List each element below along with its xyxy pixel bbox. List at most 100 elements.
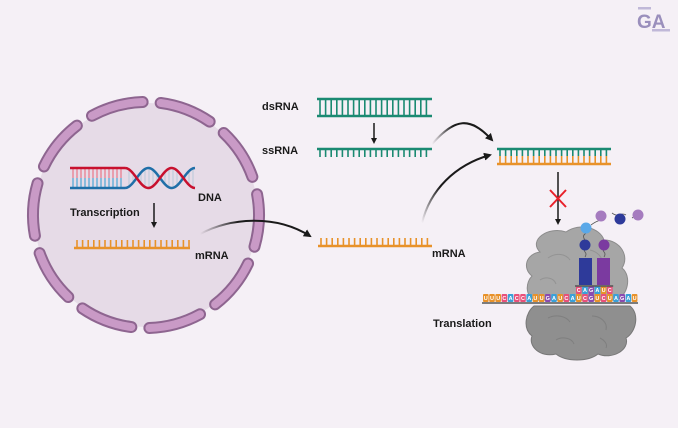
mrna-nucleotide-letter: U — [496, 296, 500, 302]
mrna-nucleotide-letter: C — [521, 296, 525, 302]
membrane-segment-fill — [78, 304, 136, 332]
mrna-nucleotide — [576, 294, 582, 302]
mrna-nucleotide — [507, 294, 514, 302]
amino-acid — [632, 209, 644, 221]
anticodon-nucleotide-letter: G — [589, 288, 593, 294]
membrane-segment-fill — [39, 121, 81, 171]
mrna-nucleotide-letter: U — [633, 296, 637, 302]
dsrna-label: dsRNA — [262, 101, 299, 113]
anticodon-nucleotide-letter: C — [577, 288, 581, 294]
anticodon-nucleotide — [588, 286, 594, 294]
mrna-nucleotide-letter: A — [509, 296, 513, 302]
mrna-nucleotide — [483, 294, 489, 302]
mrna-nucleotide — [520, 294, 526, 302]
membrane-segment-fill — [29, 179, 42, 240]
svg-text:GA: GA — [637, 12, 666, 33]
mrna-nucleotide-letter: A — [626, 296, 630, 302]
transcription-label: Transcription — [70, 207, 140, 219]
translation-label: Translation — [433, 318, 492, 330]
membrane-segment-fill — [35, 249, 73, 302]
mrna-nucleotide — [514, 294, 520, 302]
mrna-nucleotide-letter: A — [552, 296, 556, 302]
anticodon-nucleotide — [600, 286, 607, 294]
anticodon-nucleotide-letter: C — [608, 288, 612, 294]
mrna-nucleotide-letter: U — [490, 296, 494, 302]
mrna-nucleotide-letter: A — [614, 296, 618, 302]
dsrna-strand — [317, 97, 432, 118]
mrna-nucleotide-letter: C — [602, 296, 606, 302]
nucleus — [27, 96, 265, 334]
mrna-nucleotide — [619, 294, 625, 302]
membrane-segment-fill — [211, 259, 253, 309]
anticodon-nucleotide — [582, 286, 588, 294]
mrna-nucleotide — [538, 294, 545, 302]
membrane-segment-fill — [145, 310, 205, 332]
mrna-nucleotide — [532, 294, 539, 302]
mrna-nucleotide — [551, 294, 557, 302]
mrna-nucleotide — [625, 294, 632, 302]
mrna-nucleotide-letter: A — [527, 296, 531, 302]
mrna-nucleotide — [563, 294, 570, 302]
mrna-nucleotide — [588, 294, 594, 302]
mrna-nucleotide-letter: G — [589, 296, 593, 302]
anticodon-nucleotide-letter: A — [583, 288, 587, 294]
ssrna-label: ssRNA — [262, 145, 299, 157]
mrna-nucleotide — [495, 294, 501, 302]
anticodon-nucleotide — [576, 286, 582, 294]
anticodon-nucleotide-letter: A — [595, 288, 599, 294]
mrna-nucleotide — [489, 294, 495, 302]
trna-left — [579, 239, 592, 285]
membrane-segment-fill — [87, 98, 147, 120]
mrna-nucleotide-letter: U — [484, 296, 488, 302]
mrna-nucleotide-letter: C — [583, 296, 587, 302]
mrna-nucleotide-letter: U — [608, 296, 612, 302]
mrna-nucleotide — [600, 294, 607, 302]
mrna-nucleotide — [557, 294, 563, 302]
nuclear-mrna-strand — [74, 240, 190, 250]
mrna-nucleotide — [545, 294, 551, 302]
membrane-segment-fill — [219, 128, 257, 181]
mrna-nucleotide — [613, 294, 619, 302]
anticodon-nucleotide-letter: U — [602, 288, 606, 294]
mrna-nucleotide — [607, 294, 613, 302]
nuclear-mrna-label: mRNA — [195, 250, 229, 262]
mrna-nucleotide — [594, 294, 601, 302]
amino-acid — [598, 239, 610, 251]
mrna-nucleotide — [526, 294, 532, 302]
mrna-to-duplex-arrow — [421, 152, 492, 224]
dna-helix — [70, 166, 196, 190]
polypeptide-chain — [580, 209, 644, 241]
nucleus-body — [34, 103, 258, 327]
trna-right — [597, 239, 610, 285]
mrna-nucleotide-letter: G — [546, 296, 550, 302]
mrna-nucleotide-letter: U — [577, 296, 581, 302]
nuclear-membrane — [27, 96, 265, 334]
amino-acid — [579, 239, 591, 251]
mrna-nucleotide-letter: U — [533, 296, 537, 302]
mrna-nucleotide — [501, 294, 508, 302]
ga-logo: GA — [637, 7, 670, 33]
mrna-nucleotide — [582, 294, 588, 302]
mrna-nucleotide-letter: C — [564, 296, 568, 302]
anticodon-nucleotide — [594, 286, 601, 294]
cytoplasmic-mrna-label: mRNA — [432, 248, 466, 260]
mrna-nucleotide — [569, 294, 576, 302]
inhibition-x-icon — [549, 189, 567, 208]
mrna-nucleotide-letter: U — [558, 296, 562, 302]
mrna-nucleotide-letter: G — [620, 296, 624, 302]
rna-duplex — [497, 147, 611, 166]
export-arrow — [199, 219, 312, 238]
dna-helix-red — [124, 166, 196, 190]
amino-acid — [595, 210, 607, 222]
amino-acid — [614, 213, 626, 225]
mrna-nucleotide — [631, 294, 638, 302]
cytoplasmic-mrna-strand — [318, 238, 432, 248]
dna-label: DNA — [198, 192, 222, 204]
anticodon-nucleotide — [607, 286, 613, 294]
amino-acid — [580, 222, 592, 234]
mrna-nucleotide-letter: C — [502, 296, 506, 302]
ssrna-to-duplex-arrow — [431, 122, 494, 145]
